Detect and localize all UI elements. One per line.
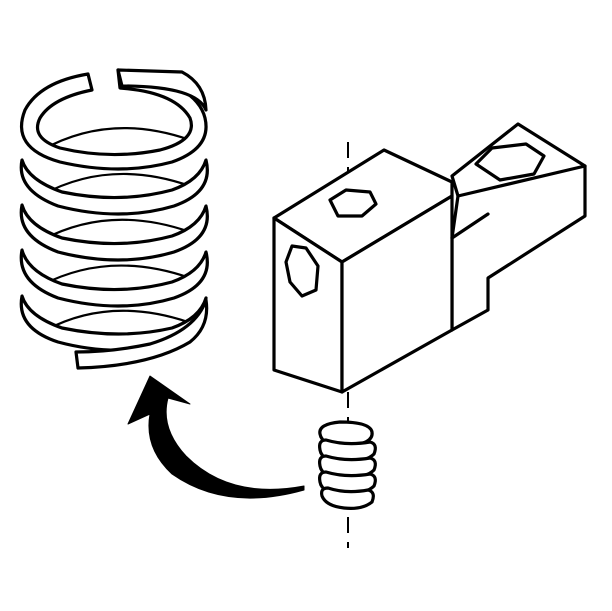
small-coil-spring <box>318 420 377 510</box>
extension-hex-bore <box>474 142 546 182</box>
large-coil-spring <box>19 68 209 370</box>
large-spring-back-coils <box>40 127 192 332</box>
valve-body <box>272 122 587 394</box>
large-spring-front-coils <box>19 68 209 370</box>
top-hex-bore <box>328 188 378 218</box>
callout-arrow <box>127 375 305 499</box>
side-hex-bore <box>284 244 320 298</box>
